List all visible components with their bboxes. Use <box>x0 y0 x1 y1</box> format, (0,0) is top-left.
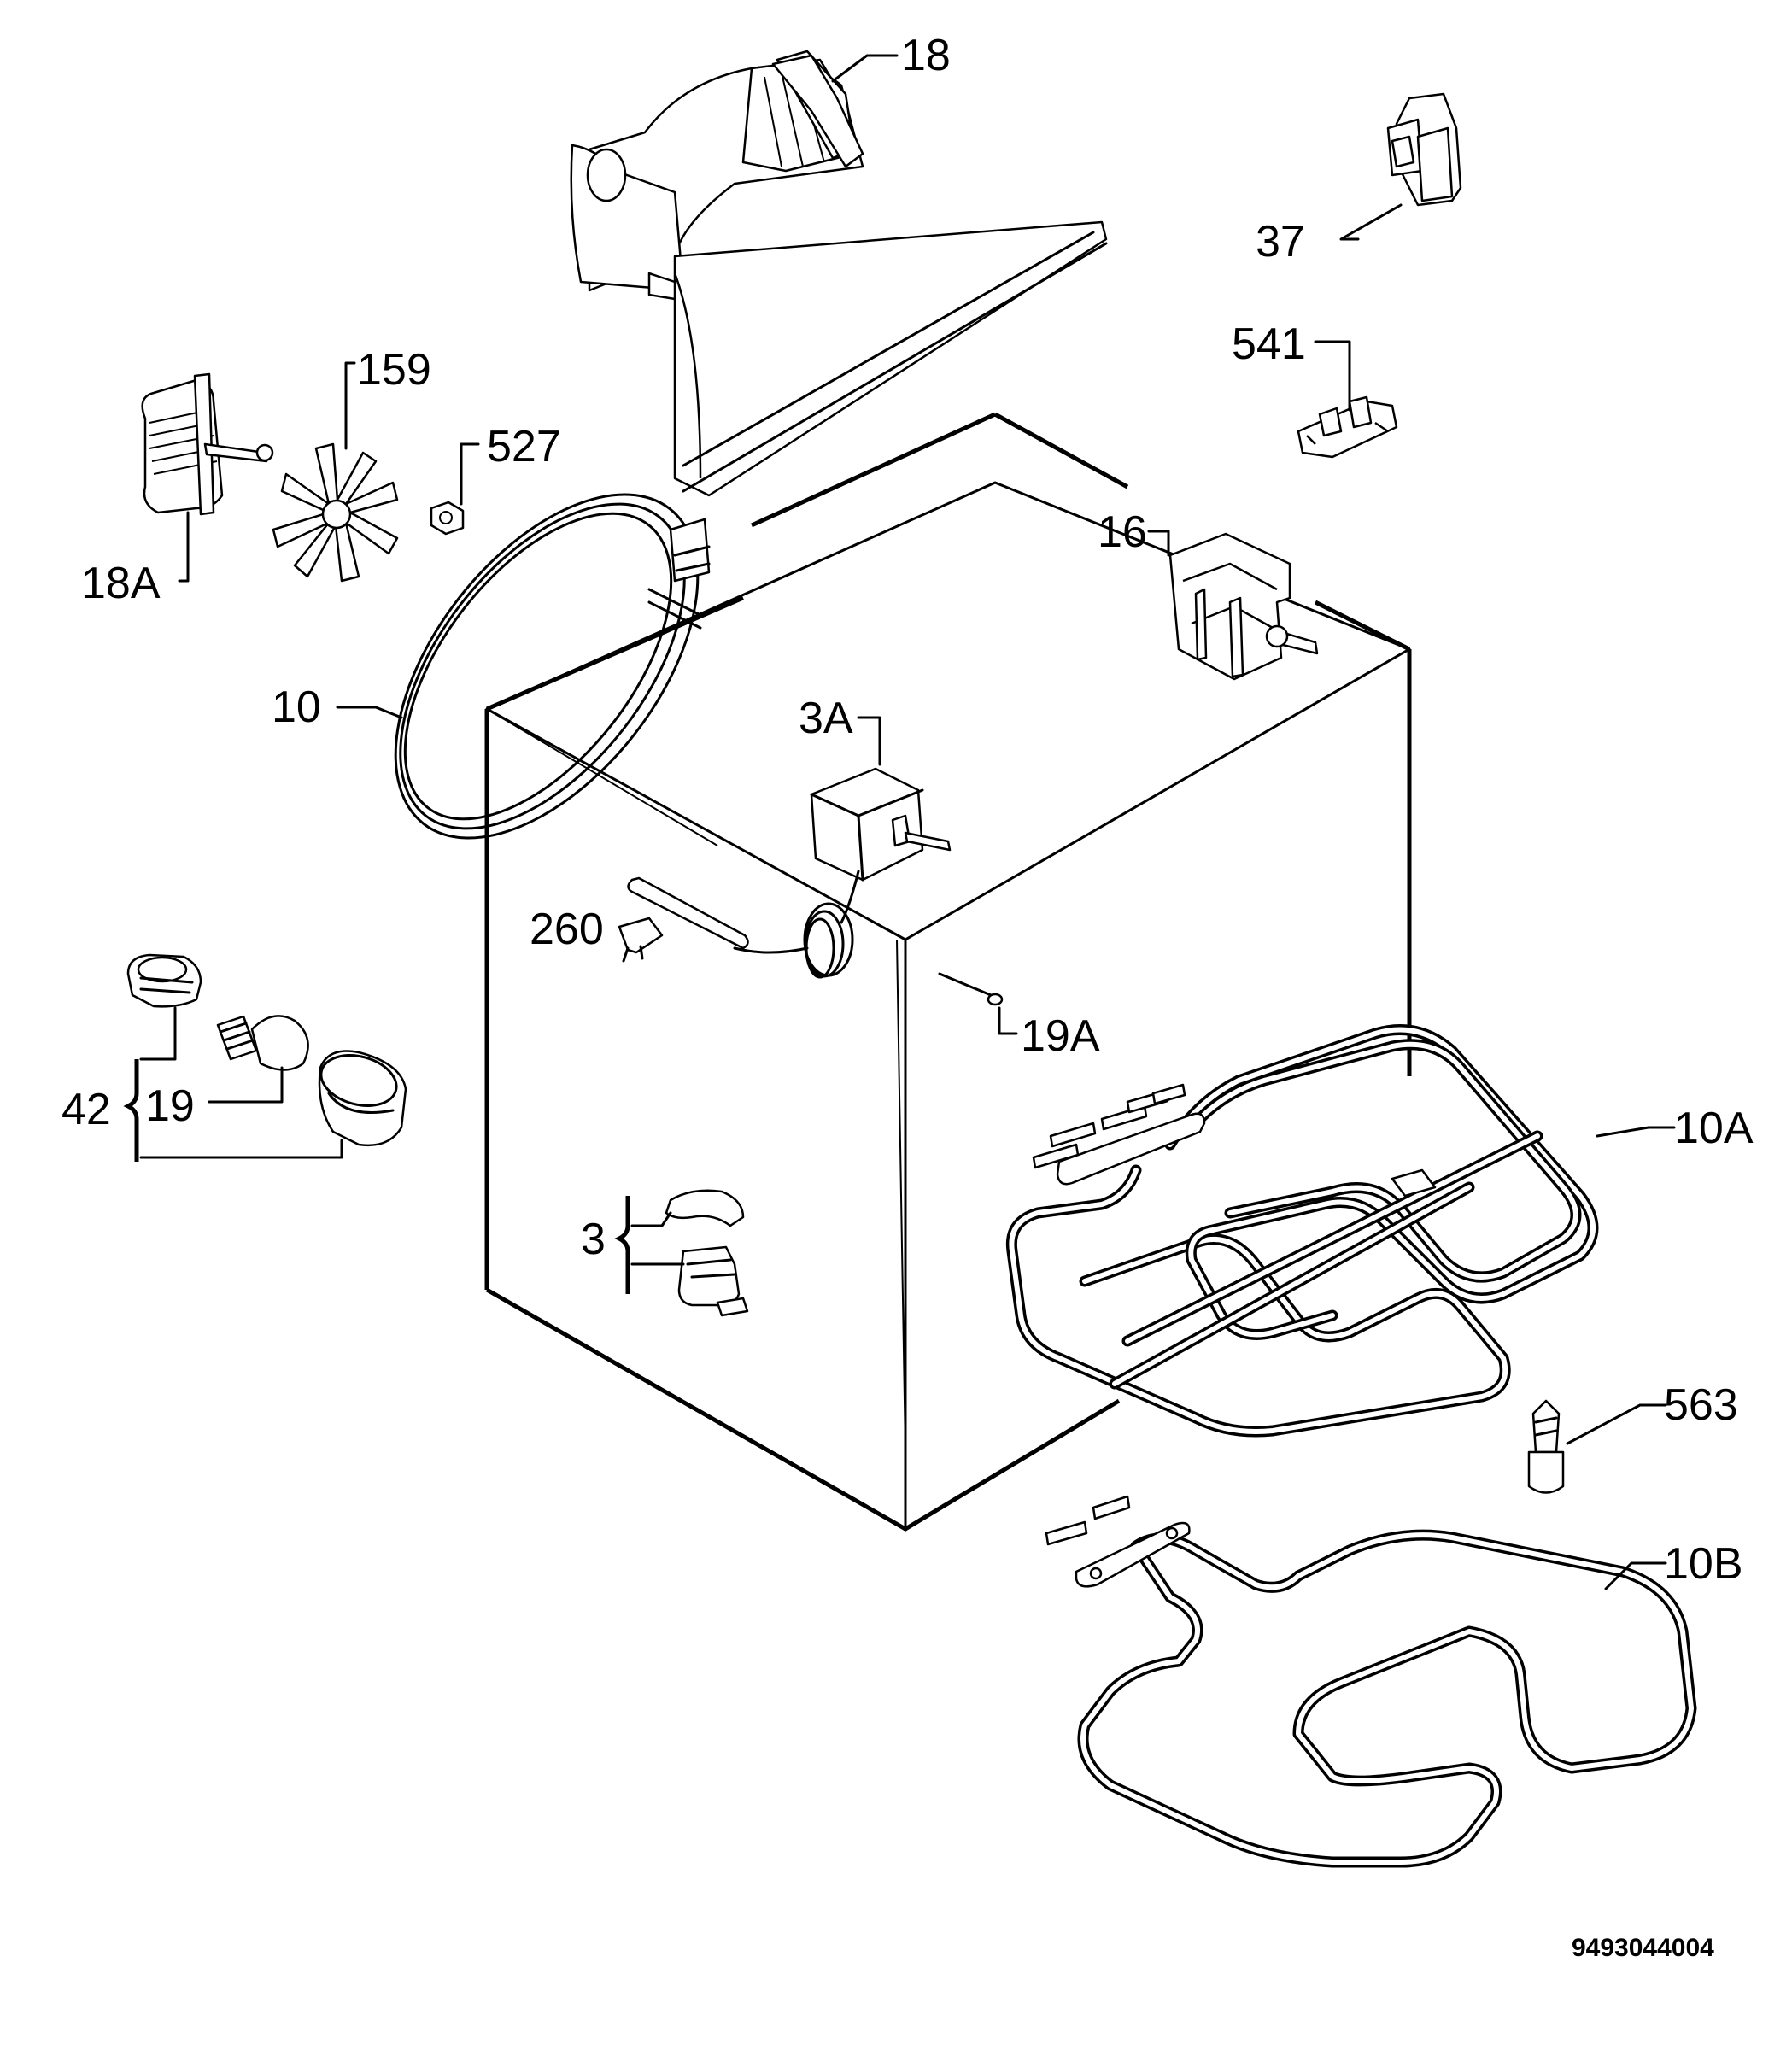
label-3: 3 <box>581 1215 606 1264</box>
leader-18a <box>178 511 190 583</box>
lamp-holder <box>126 953 202 1008</box>
leader-541 <box>1314 340 1351 412</box>
terminal-block-541 <box>1297 395 1398 459</box>
lower-element-10b <box>1045 1495 1697 1868</box>
leader-19a <box>998 1006 1018 1035</box>
label-42: 42 <box>61 1085 111 1134</box>
document-number: 9493044004 <box>1572 1934 1714 1962</box>
label-159: 159 <box>357 345 431 395</box>
label-37: 37 <box>1256 217 1305 266</box>
leader-42-holder <box>139 1006 177 1061</box>
fan-housing <box>570 50 1108 497</box>
lamp-bulb-19 <box>216 1015 309 1071</box>
label-541: 541 <box>1232 319 1306 369</box>
leader-37 <box>1339 203 1403 241</box>
circular-element-10 <box>394 493 711 840</box>
thermostat-3a <box>627 767 952 979</box>
label-16: 16 <box>1098 507 1147 557</box>
leader-19 <box>208 1066 284 1104</box>
label-3a: 3A <box>799 694 853 743</box>
leader-159 <box>344 361 356 450</box>
label-19a: 19A <box>1021 1011 1100 1061</box>
fan-motor-18a <box>141 372 274 516</box>
screw-563 <box>1527 1399 1565 1494</box>
leader-10a <box>1596 1126 1676 1138</box>
label-527: 527 <box>487 422 561 472</box>
fan-blade-159 <box>272 442 399 583</box>
leader-18 <box>831 54 899 83</box>
leader-3-top <box>630 1211 672 1227</box>
leader-42-cover <box>139 1139 343 1159</box>
leader-527 <box>460 442 480 506</box>
brace-3 <box>614 1196 630 1294</box>
seal-19a <box>938 972 1004 1006</box>
leader-563 <box>1566 1403 1667 1445</box>
switch-37 <box>1386 92 1462 207</box>
nut-527 <box>430 501 465 536</box>
leader-16 <box>1147 530 1170 557</box>
leader-3a <box>857 716 881 766</box>
gasket-set-3 <box>665 1189 749 1317</box>
selector-switch-16 <box>1168 532 1319 681</box>
leader-10b <box>1604 1561 1667 1590</box>
lamp-cover <box>318 1050 407 1147</box>
brace-42 <box>123 1059 139 1162</box>
label-18a: 18A <box>81 559 161 608</box>
clip-260 <box>618 917 664 963</box>
label-18: 18 <box>901 31 951 80</box>
leader-10 <box>336 706 403 719</box>
label-19: 19 <box>145 1081 195 1131</box>
oven-cavity <box>484 412 1412 1532</box>
label-10b: 10B <box>1664 1539 1743 1589</box>
label-260: 260 <box>530 905 604 954</box>
label-10: 10 <box>272 682 321 732</box>
label-10a: 10A <box>1674 1104 1754 1153</box>
grill-element-10a <box>1005 1024 1599 1438</box>
label-563: 563 <box>1664 1380 1738 1430</box>
